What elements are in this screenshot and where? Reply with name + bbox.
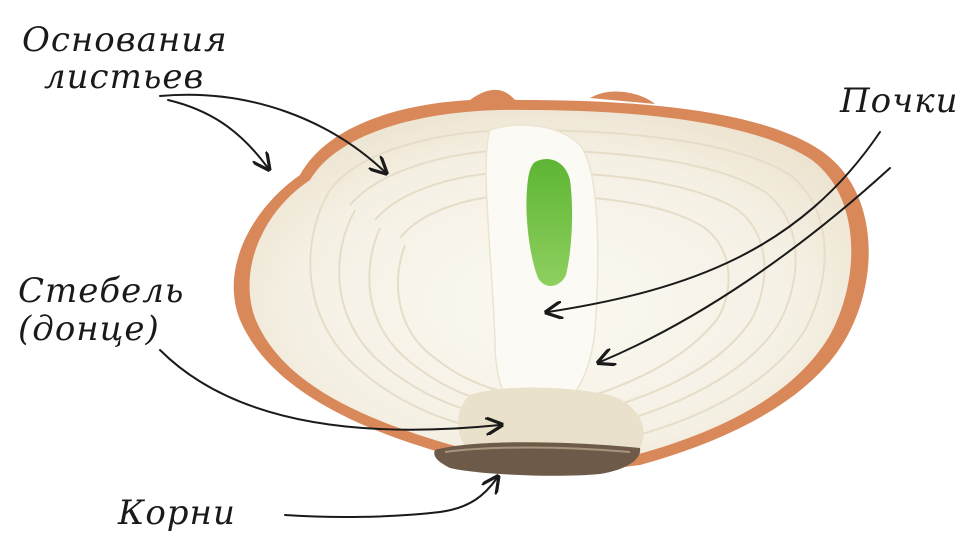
label-roots: Корни (118, 496, 236, 530)
skin-flap (470, 90, 515, 100)
label-stem: Стебель (донце) (18, 272, 184, 348)
label-buds: Почки (840, 84, 958, 118)
label-leaf-bases-line2: листьев (22, 59, 228, 96)
label-stem-line2: (донце) (18, 310, 184, 348)
arrow-roots-to-root-zone (440, 478, 497, 512)
arrow-roots-label-line (285, 512, 440, 517)
label-leaf-bases-line1: Основания (22, 22, 228, 59)
arrow-leaf-bases-to-skin (168, 100, 268, 168)
label-leaf-bases: Основания листьев (22, 22, 228, 97)
label-stem-line1: Стебель (18, 272, 184, 310)
